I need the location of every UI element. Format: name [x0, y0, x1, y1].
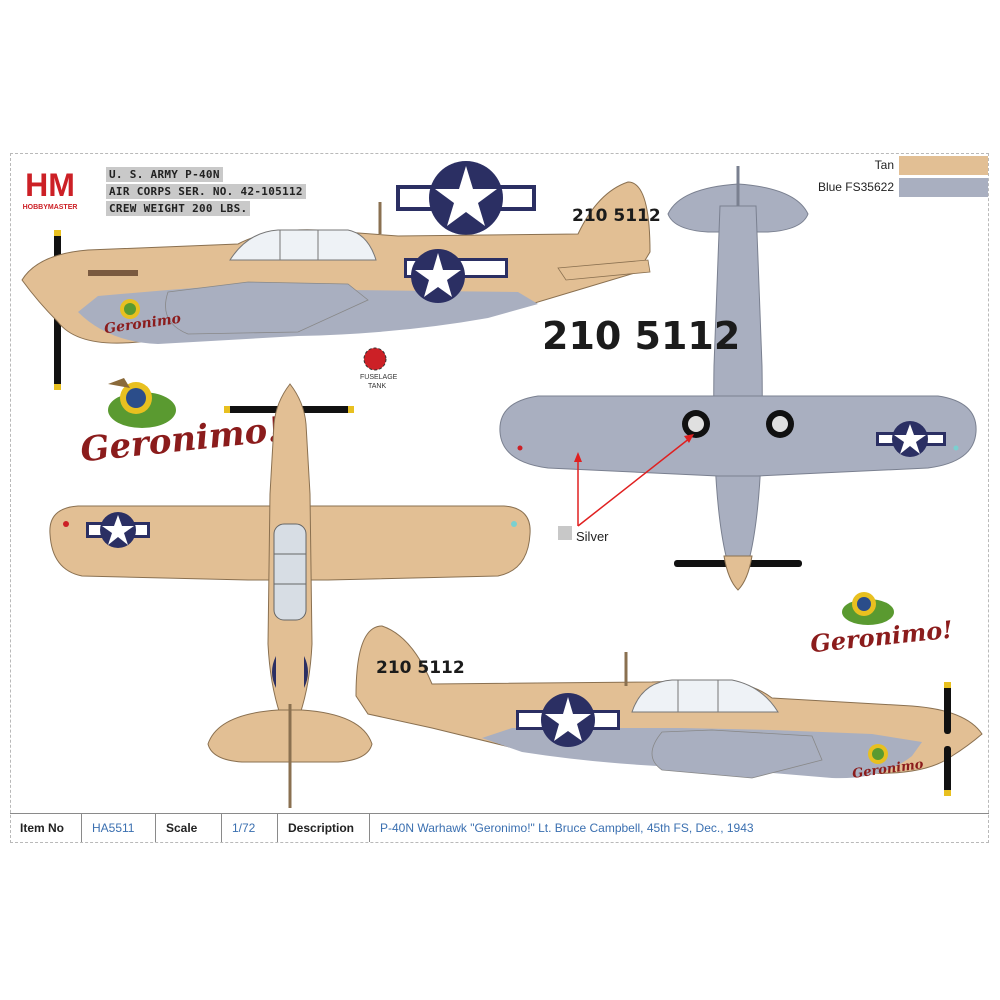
description-label: Description — [288, 821, 355, 835]
legend-tan-swatch — [899, 156, 988, 175]
item-no-value: HA5511 — [92, 821, 135, 835]
fuselage-tank-label-1: FUSELAGE — [360, 374, 398, 381]
nose-art-emblem-right — [842, 592, 894, 625]
serial-underside: 210 5112 — [542, 314, 741, 358]
scale-value-cell: 1/72 — [222, 814, 278, 842]
hobbymaster-logo: HM HOBBYMASTER — [22, 166, 78, 211]
side-profile-left — [21, 181, 651, 390]
stencil-line-1: U. S. ARMY P-40N — [106, 167, 223, 182]
logo-subtext: HOBBYMASTER — [23, 204, 78, 211]
serial-tail-right: 210 5112 — [376, 658, 465, 678]
fuselage-tank-label-2: TANK — [368, 383, 387, 390]
underside-view — [499, 166, 977, 591]
profile-sheet — [10, 153, 989, 843]
description-label-cell: Description — [278, 814, 370, 842]
description-value-cell: P-40N Warhawk "Geronimo!" Lt. Bruce Camp… — [370, 814, 989, 842]
legend-blue-swatch — [899, 178, 988, 197]
legend-tan-label: Tan — [874, 158, 894, 172]
scale-label-cell: Scale — [156, 814, 222, 842]
nose-art-emblem-large — [108, 378, 176, 428]
silver-swatch — [558, 526, 572, 540]
silver-label: Silver — [576, 529, 609, 544]
serial-tail-left: 210 5112 — [572, 206, 661, 226]
item-no-label: Item No — [20, 821, 65, 835]
logo-text: HM — [25, 167, 75, 203]
legend-blue-label: Blue FS35622 — [817, 180, 894, 194]
insignia-large — [396, 161, 536, 235]
item-no-value-cell: HA5511 — [82, 814, 156, 842]
description-value: P-40N Warhawk "Geronimo!" Lt. Bruce Camp… — [380, 821, 754, 835]
top-view — [49, 383, 531, 808]
item-no-label-cell: Item No — [10, 814, 82, 842]
stencil-line-3: CREW WEIGHT 200 LBS. — [106, 201, 251, 216]
info-bar: Item No HA5511 Scale 1/72 Description P-… — [10, 813, 989, 842]
side-profile-right — [355, 625, 983, 796]
fuselage-tank-marker — [363, 347, 387, 371]
stencil-line-2: AIR CORPS SER. NO. 42-105112 — [106, 184, 306, 199]
scale-value: 1/72 — [232, 821, 256, 835]
scale-label: Scale — [166, 821, 198, 835]
